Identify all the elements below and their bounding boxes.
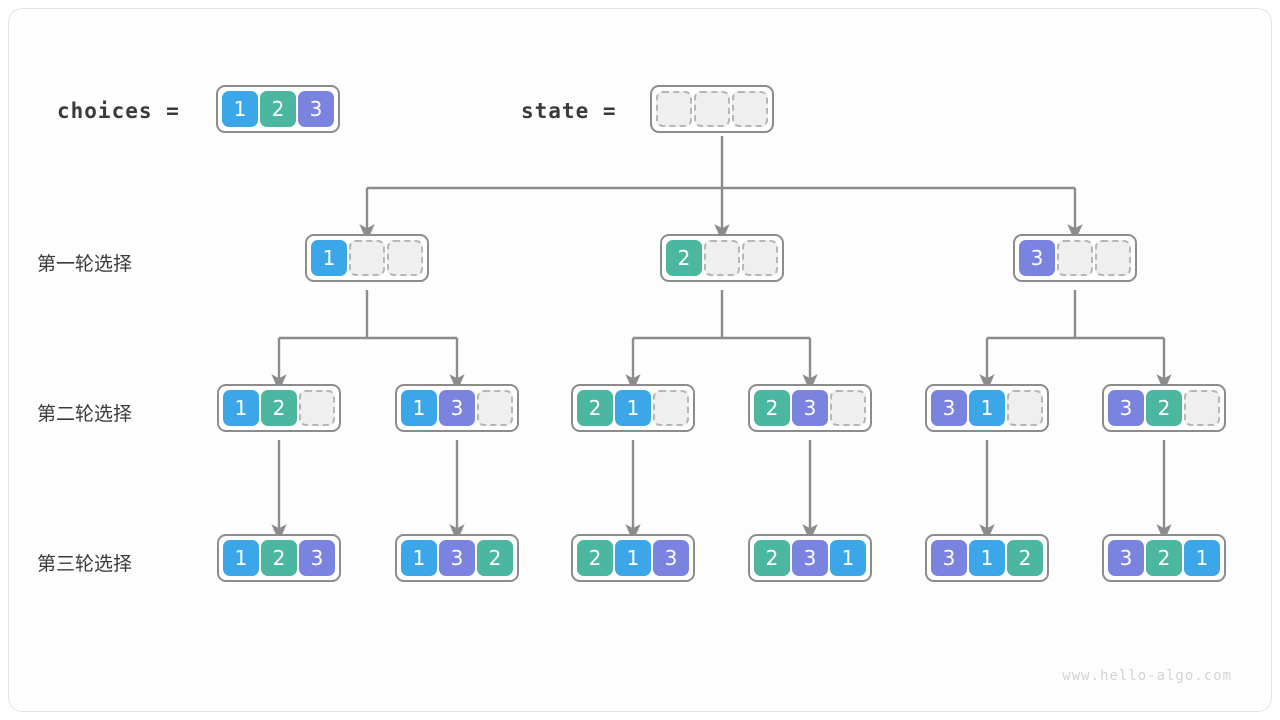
state-node-row3-4-cell-1: 1 <box>969 540 1005 576</box>
row-label-third-round: 第三轮选择 <box>37 553 133 575</box>
state-cell-1 <box>694 91 730 127</box>
state-node-row3-3-cell-2: 1 <box>830 540 866 576</box>
state-node-row2-2-cell-1: 1 <box>615 390 651 426</box>
state-node-row2-1-cell-1: 3 <box>439 390 475 426</box>
state-node-row3-2-cell-1: 1 <box>615 540 651 576</box>
row-label-second-round: 第二轮选择 <box>37 403 133 425</box>
state-node-row3-5-cell-2: 1 <box>1184 540 1220 576</box>
state-node-row1-0-cell-1 <box>349 240 385 276</box>
state-node-row2-0-cell-0: 1 <box>223 390 259 426</box>
state-node-row2-5-cell-0: 3 <box>1108 390 1144 426</box>
state-node-row3-0-cell-2: 3 <box>299 540 335 576</box>
state-node-row1-2-cell-2 <box>1095 240 1131 276</box>
watermark: www.hello-algo.com <box>1062 668 1232 684</box>
choices-cell-0: 1 <box>222 91 258 127</box>
state-node-row3-3-cell-1: 3 <box>792 540 828 576</box>
state-node-row3-0-cell-0: 1 <box>223 540 259 576</box>
state-node-row2-3-cell-0: 2 <box>754 390 790 426</box>
state-node-row3-4-cell-2: 2 <box>1007 540 1043 576</box>
state-node-row1-0: 1 <box>305 234 429 282</box>
state-node-row2-4-cell-2 <box>1007 390 1043 426</box>
state-node-row3-0-cell-1: 2 <box>261 540 297 576</box>
state-node-row1-2: 3 <box>1013 234 1137 282</box>
choices-cell-2: 3 <box>298 91 334 127</box>
state-node-row2-1-cell-2 <box>477 390 513 426</box>
state-node-row1-1-cell-0: 2 <box>666 240 702 276</box>
state-node-row2-5-cell-2 <box>1184 390 1220 426</box>
choices-cell-1: 2 <box>260 91 296 127</box>
state-node-row2-2-cell-2 <box>653 390 689 426</box>
state-node-row2-4-cell-0: 3 <box>931 390 967 426</box>
state-node-row2-0-cell-2 <box>299 390 335 426</box>
state-node-row2-2-cell-0: 2 <box>577 390 613 426</box>
state-node-row1-2-cell-0: 3 <box>1019 240 1055 276</box>
state-node-row3-1-cell-0: 1 <box>401 540 437 576</box>
state-label: state = <box>521 99 617 123</box>
state-array <box>650 85 774 133</box>
state-node-row1-1-cell-2 <box>742 240 778 276</box>
state-node-row2-5-cell-1: 2 <box>1146 390 1182 426</box>
state-node-row1-1-cell-1 <box>704 240 740 276</box>
state-node-row2-0-cell-1: 2 <box>261 390 297 426</box>
state-node-row3-3-cell-0: 2 <box>754 540 790 576</box>
state-node-row3-2-cell-0: 2 <box>577 540 613 576</box>
state-node-row3-2-cell-2: 3 <box>653 540 689 576</box>
row-label-first-round: 第一轮选择 <box>37 253 133 275</box>
state-node-row3-5-cell-0: 3 <box>1108 540 1144 576</box>
state-node-row1-0-cell-0: 1 <box>311 240 347 276</box>
state-node-row2-4-cell-1: 1 <box>969 390 1005 426</box>
state-cell-2 <box>732 91 768 127</box>
state-cell-0 <box>656 91 692 127</box>
state-node-row1-1: 2 <box>660 234 784 282</box>
state-node-row2-3-cell-1: 3 <box>792 390 828 426</box>
state-node-row1-2-cell-1 <box>1057 240 1093 276</box>
state-node-row3-1-cell-2: 2 <box>477 540 513 576</box>
choices-label: choices = <box>57 99 180 123</box>
state-node-row1-0-cell-2 <box>387 240 423 276</box>
state-node-row3-1-cell-1: 3 <box>439 540 475 576</box>
diagram-canvas <box>8 8 1272 712</box>
state-node-row3-4-cell-0: 3 <box>931 540 967 576</box>
state-node-row2-1-cell-0: 1 <box>401 390 437 426</box>
choices-array: 1 2 3 <box>216 85 340 133</box>
state-node-row3-5-cell-1: 2 <box>1146 540 1182 576</box>
state-node-row2-3-cell-2 <box>830 390 866 426</box>
